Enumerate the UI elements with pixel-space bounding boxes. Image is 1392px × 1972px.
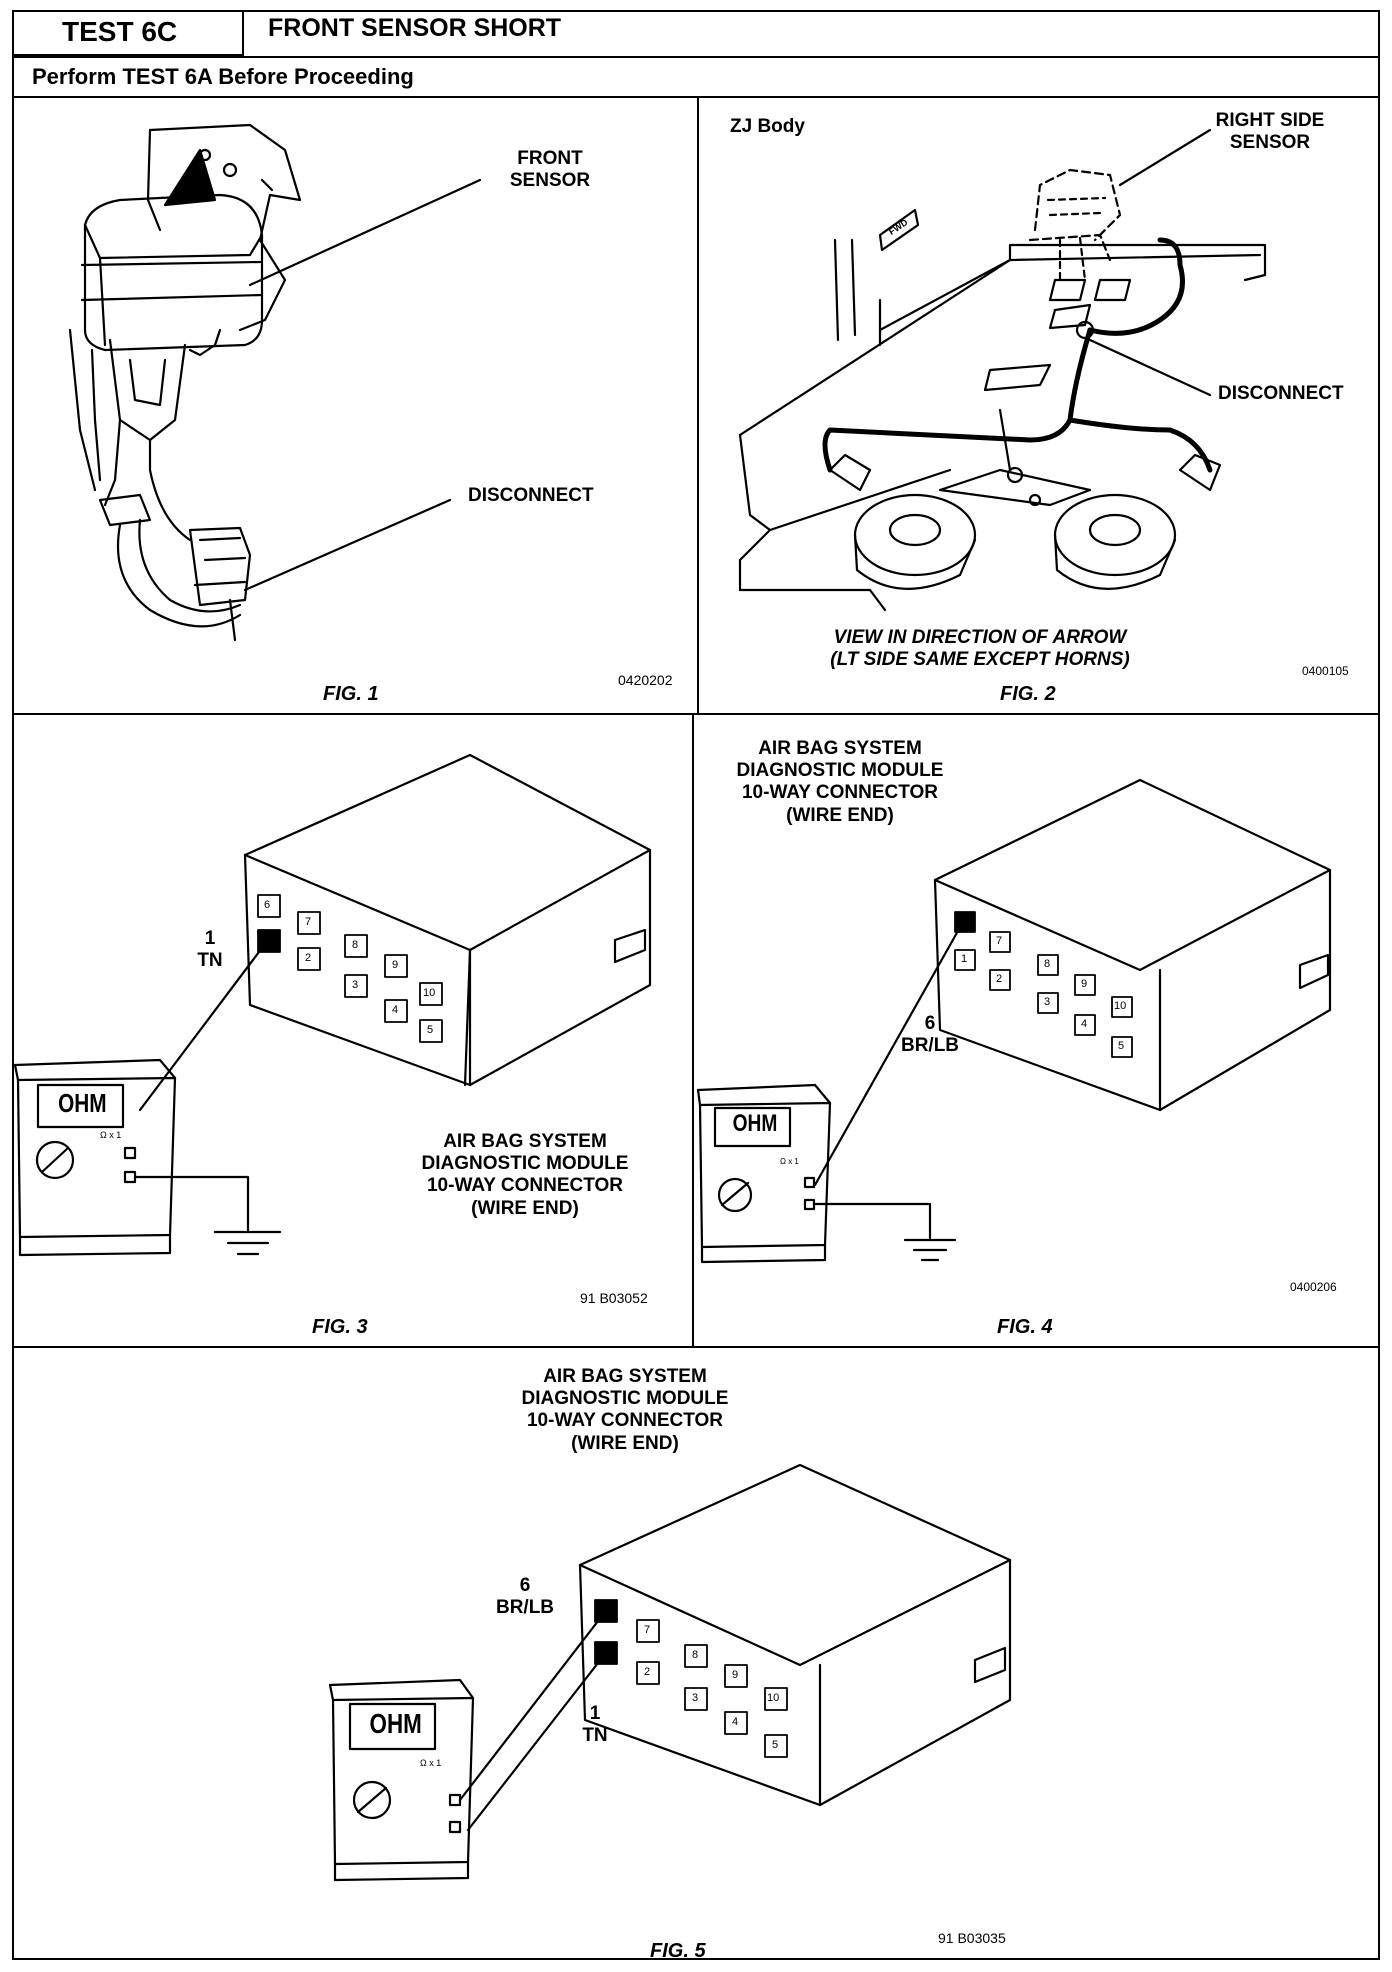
fig3-pin-3: 3 — [352, 979, 359, 991]
fig5-pin-2: 2 — [644, 1666, 651, 1678]
fig2-disconnect-label: DISCONNECT — [1218, 383, 1344, 404]
fig2-drawing-code: 0400105 — [1302, 664, 1349, 678]
zj-body-drawing — [738, 128, 1267, 612]
fig3-meter-display: OHM — [58, 1088, 107, 1118]
fig4-meter-display: OHM — [732, 1110, 778, 1137]
fig3-pin-4: 4 — [392, 1004, 399, 1016]
fig2-view-note: VIEW IN DIRECTION OF ARROW (LT SIDE SAME… — [830, 627, 1130, 671]
fig5-range-label: Ω x 1 — [420, 1758, 442, 1768]
fig4-caption: FIG. 4 — [997, 1316, 1053, 1338]
fig4-pin-1: 1 — [961, 953, 968, 965]
fig4-pin-3: 3 — [1044, 996, 1051, 1008]
instruction-divider — [14, 96, 1378, 98]
instruction-text: Perform TEST 6A Before Proceeding — [32, 64, 414, 89]
fig5-meter-display: OHM — [369, 1708, 422, 1739]
fig4-pin-10: 10 — [1114, 1000, 1127, 1012]
test-title: FRONT SENSOR SHORT — [268, 14, 562, 42]
fig3-pin-2: 2 — [305, 952, 312, 964]
fig1-disconnect-label: DISCONNECT — [468, 485, 594, 506]
fig4-pin-label: 6 BR/LB — [900, 1013, 960, 1057]
fig5-pin-7: 7 — [644, 1624, 651, 1636]
front-sensor-drawing — [68, 123, 482, 642]
fig3-pin-grid — [257, 894, 443, 1043]
fig5-caption: FIG. 5 — [650, 1940, 706, 1962]
fig3-pin-6: 6 — [264, 899, 271, 911]
fig4-pin-2: 2 — [996, 973, 1003, 985]
fig4-pin-4: 4 — [1081, 1018, 1088, 1030]
fig4-pin-7: 7 — [996, 935, 1003, 947]
fig5-pin-4: 4 — [732, 1716, 739, 1728]
row1-bottom-divider — [14, 713, 1378, 715]
fig3-caption: FIG. 3 — [312, 1316, 368, 1338]
fig1-caption: FIG. 1 — [323, 683, 379, 705]
header-divider — [14, 56, 1378, 58]
fig4-drawing-code: 0400206 — [1290, 1280, 1337, 1294]
fig1-front-sensor-label: FRONT SENSOR — [509, 148, 591, 192]
fig3-pin-9: 9 — [392, 959, 399, 971]
fig3-pin-10: 10 — [423, 987, 436, 999]
col-divider-row1 — [697, 97, 699, 714]
fig5-pin-5: 5 — [772, 1739, 779, 1751]
fig3-pin-label: 1 TN — [197, 928, 223, 972]
fig4-pin-grid — [954, 911, 1133, 1058]
test-id: TEST 6C — [62, 16, 178, 47]
fig3-range-label: Ω x 1 — [100, 1130, 122, 1140]
fig3-pin-5: 5 — [427, 1024, 434, 1036]
fig3-drawing — [13, 753, 652, 1257]
fig2-right-side-sensor-label: RIGHT SIDE SENSOR — [1215, 110, 1325, 154]
fig4-module-label: AIR BAG SYSTEM DIAGNOSTIC MODULE 10-WAY … — [736, 738, 944, 826]
fig1-drawing-code: 0420202 — [618, 672, 673, 688]
page-border — [12, 10, 1380, 1960]
fig4-pin-5: 5 — [1118, 1040, 1125, 1052]
fig5-pin-label-bottom: 1 TN — [582, 1703, 608, 1747]
fig5-module-label: AIR BAG SYSTEM DIAGNOSTIC MODULE 10-WAY … — [521, 1366, 729, 1454]
fig3-module-label: AIR BAG SYSTEM DIAGNOSTIC MODULE 10-WAY … — [421, 1131, 629, 1219]
fig5-pin-3: 3 — [692, 1692, 699, 1704]
fig2-body-label: ZJ Body — [730, 116, 805, 137]
fig5-pin-9: 9 — [732, 1669, 739, 1681]
fig3-pin-8: 8 — [352, 939, 359, 951]
fig5-drawing-code: 91 B03035 — [938, 1930, 1006, 1946]
fig3-pin-7: 7 — [305, 916, 312, 928]
fig2-caption: FIG. 2 — [1000, 683, 1056, 705]
fig3-drawing-code: 91 B03052 — [580, 1290, 648, 1306]
fig4-pin-9: 9 — [1081, 978, 1088, 990]
col-divider-row2 — [692, 714, 694, 1347]
fig5-pin-8: 8 — [692, 1649, 699, 1661]
fig4-pin-8: 8 — [1044, 958, 1051, 970]
fig5-pin-label-top: 6 BR/LB — [495, 1575, 555, 1619]
fig5-drawing — [328, 1463, 1012, 1882]
fig5-pin-10: 10 — [767, 1692, 780, 1704]
row2-bottom-divider — [14, 1346, 1378, 1348]
test-id-box — [14, 12, 244, 56]
fig4-drawing — [696, 778, 1332, 1264]
fig4-range-label: Ω x 1 — [780, 1157, 799, 1166]
